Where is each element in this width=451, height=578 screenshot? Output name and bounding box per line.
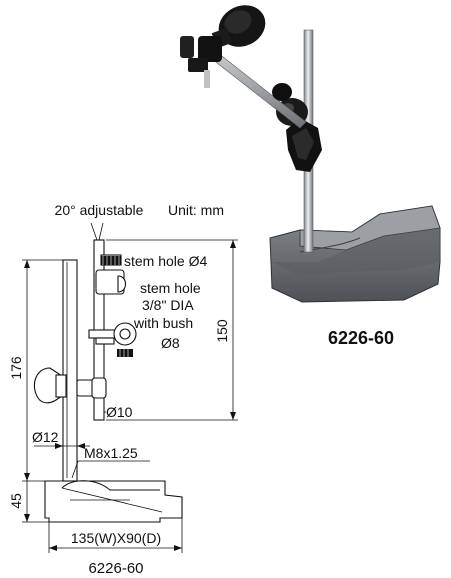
angle-label: 20° adjustable: [55, 202, 144, 218]
stem-hole-bush-line1: stem hole: [140, 280, 201, 296]
technical-drawing: 20° adjustable Unit: mm: [8, 202, 238, 577]
clamp-knob-drawing: [33, 367, 107, 404]
base-size-label: 135(W)X90(D): [71, 530, 161, 546]
dim-rod-upper: Ø10: [106, 404, 133, 420]
dim-travel: 150: [214, 319, 230, 343]
product-photo: [180, 5, 441, 303]
stand-base-photo: [269, 205, 441, 303]
stem-hole-label: stem hole Ø4: [124, 253, 207, 269]
dim-base-height: 45: [8, 493, 24, 509]
dim-rod-lower: Ø12: [32, 429, 59, 445]
lower-holder-drawing: [88, 322, 137, 357]
stem-hole-bush-line3: with bush: [133, 315, 193, 331]
drawing-model-label: 6226-60: [88, 560, 143, 577]
knurled-knob-upper: [101, 256, 121, 265]
dim-height-total: 176: [8, 356, 24, 380]
left-post-drawing: [62, 259, 78, 482]
photo-model-label: 6226-60: [328, 328, 394, 348]
stem-hole-bush-line4: Ø8: [161, 335, 180, 351]
fine-adjust-knob-photo: [180, 5, 266, 88]
stand-base-drawing: [44, 480, 183, 523]
upper-holder-drawing: [95, 254, 127, 295]
thread-label: M8x1.25: [84, 445, 138, 461]
unit-label: Unit: mm: [168, 202, 224, 218]
stem-hole-bush-line2: 3/8" DIA: [142, 297, 194, 313]
